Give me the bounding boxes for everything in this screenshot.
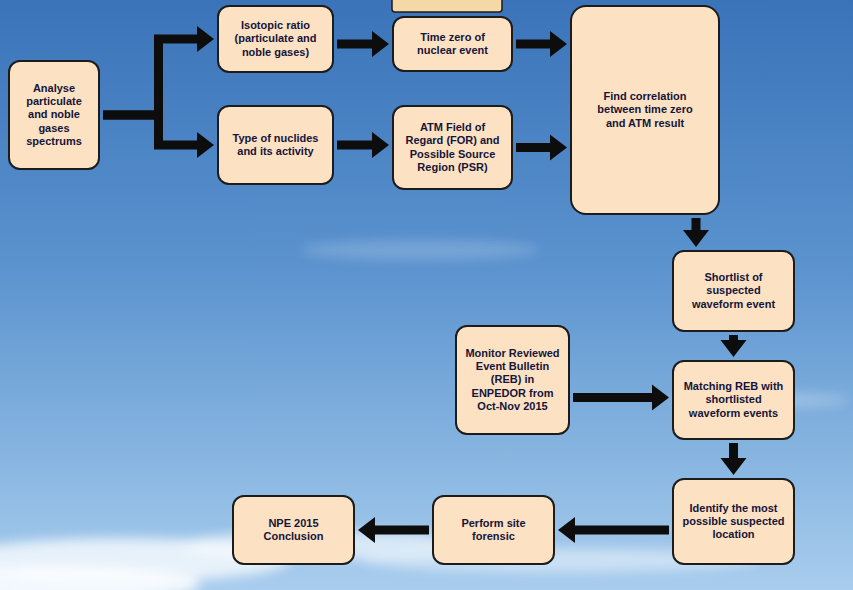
- process-box: Time zero of nuclear event: [392, 16, 513, 72]
- process-box: Monitor Reviewed Event Bulletin (REB) in…: [455, 325, 570, 435]
- process-box: Perform site forensic: [432, 495, 555, 565]
- box-text-wrap: Type of nuclides and its activity: [226, 132, 325, 158]
- process-box: Isotopic ratio (particulate and noble ga…: [217, 5, 334, 73]
- box-text-wrap: NPE 2015 Conclusion: [241, 517, 346, 543]
- box-label: Monitor Reviewed Event Bulletin (REB) in…: [464, 347, 561, 413]
- process-box: Analyse particulate and noble gases spec…: [8, 60, 100, 170]
- box-text-wrap: Analyse particulate and noble gases spec…: [17, 82, 91, 148]
- box-label: Time zero of nuclear event: [401, 31, 504, 57]
- flow-arrow: [575, 526, 669, 535]
- box-text-wrap: Shortlist of suspected waveform event: [681, 271, 786, 311]
- flow-arrow: [103, 115, 197, 145]
- box-label: Analyse particulate and noble gases spec…: [17, 82, 91, 148]
- box-label: Shortlist of suspected waveform event: [681, 271, 786, 311]
- process-box: ATM Field of Regard (FOR) and Possible S…: [392, 105, 513, 190]
- box-text-wrap: Perform site forensic: [441, 517, 546, 543]
- clouds: [0, 240, 850, 590]
- flow-arrow: [337, 40, 372, 49]
- box-label: ATM Field of Regard (FOR) and Possible S…: [401, 121, 504, 174]
- box-label: Isotopic ratio (particulate and noble ga…: [226, 19, 325, 59]
- flow-arrow: [516, 143, 550, 152]
- flow-arrow: [516, 40, 550, 49]
- box-label: Perform site forensic: [441, 517, 546, 543]
- flow-arrow: [573, 393, 652, 402]
- process-box: Matching REB with shortlisted waveform e…: [672, 360, 795, 440]
- box-label: NPE 2015 Conclusion: [241, 517, 346, 543]
- box-text-wrap: Identify the most possible suspected loc…: [681, 502, 786, 542]
- title-tab: [392, 0, 502, 12]
- box-text-wrap: Matching REB with shortlisted waveform e…: [681, 380, 786, 420]
- flow-arrow: [375, 526, 429, 535]
- process-box: Shortlist of suspected waveform event: [672, 250, 795, 332]
- box-text-wrap: Find correlation between time zero and A…: [595, 90, 695, 130]
- flow-arrow: [729, 443, 738, 458]
- flow-arrow: [103, 39, 197, 115]
- box-label: Identify the most possible suspected loc…: [681, 502, 786, 542]
- box-label: Find correlation between time zero and A…: [595, 90, 695, 130]
- box-label: Matching REB with shortlisted waveform e…: [681, 380, 786, 420]
- flow-arrow: [729, 335, 738, 340]
- box-text-wrap: ATM Field of Regard (FOR) and Possible S…: [401, 121, 504, 174]
- box-text-wrap: Monitor Reviewed Event Bulletin (REB) in…: [464, 347, 561, 413]
- process-box: Find correlation between time zero and A…: [570, 5, 720, 215]
- process-box: Type of nuclides and its activity: [217, 105, 334, 185]
- box-label: Type of nuclides and its activity: [226, 132, 325, 158]
- process-box: Identify the most possible suspected loc…: [672, 478, 795, 565]
- flow-arrow: [692, 218, 701, 230]
- box-text-wrap: Isotopic ratio (particulate and noble ga…: [226, 19, 325, 59]
- box-text-wrap: Time zero of nuclear event: [401, 31, 504, 57]
- process-box: NPE 2015 Conclusion: [232, 495, 355, 565]
- flow-arrow: [337, 141, 372, 150]
